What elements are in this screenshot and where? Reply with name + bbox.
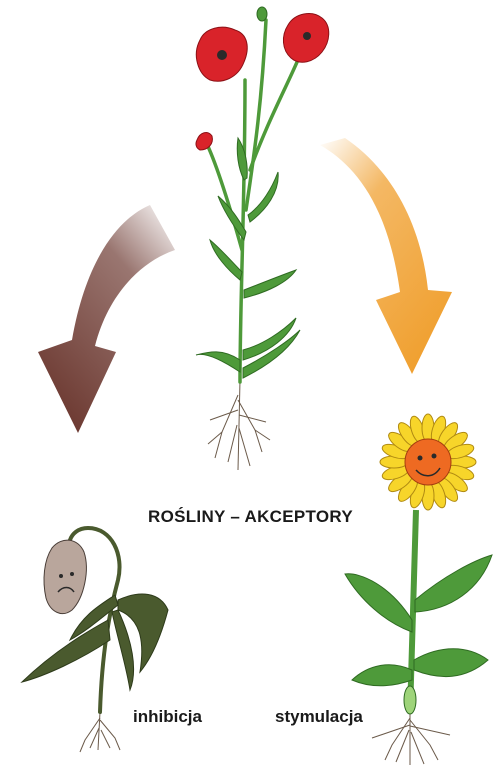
sunflower-plant	[345, 414, 492, 765]
stimulation-arrow	[320, 138, 452, 374]
inhibition-label: inhibicja	[133, 707, 202, 727]
diagram-title: ROŚLINY – AKCEPTORY	[148, 507, 353, 527]
inhibition-arrow	[38, 205, 175, 433]
poppy-plant	[196, 7, 329, 470]
stimulation-label: stymulacja	[275, 707, 363, 727]
wilted-flower	[44, 540, 86, 613]
sunflower-center	[405, 439, 451, 485]
